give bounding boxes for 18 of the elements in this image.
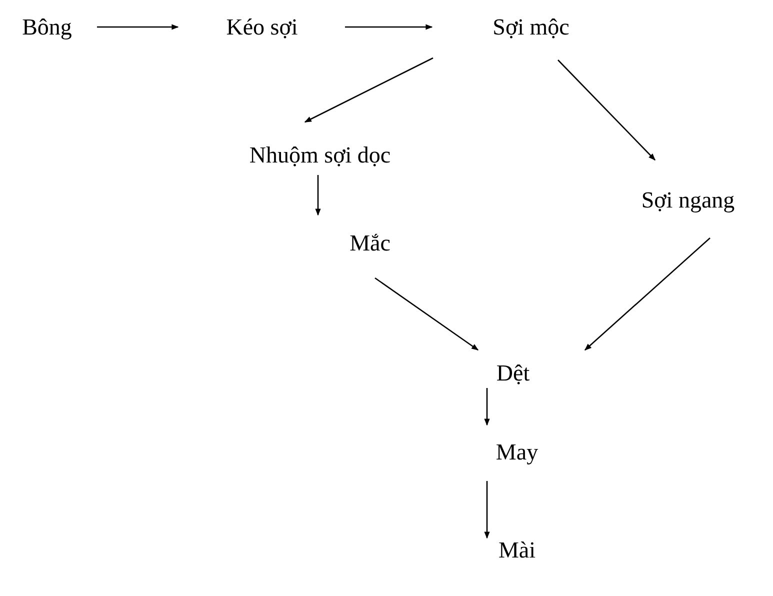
process-step-label: Nhuộm sợi dọc [249, 142, 391, 168]
arrow [484, 481, 490, 539]
process-step-label: Sợi mộc [492, 14, 570, 40]
arrow [97, 24, 179, 30]
arrow [558, 60, 656, 160]
process-step-label: Mài [498, 537, 536, 563]
process-step-label: May [496, 439, 538, 465]
process-step-label: Kéo sợi [226, 14, 298, 40]
arrow [584, 238, 710, 350]
arrow [345, 24, 433, 30]
process-step-label: Sợi ngang [641, 187, 735, 213]
process-step-label: Dệt [496, 360, 530, 386]
arrow [484, 388, 490, 426]
arrow [374, 277, 479, 351]
arrow [304, 57, 434, 123]
process-step-label: Mắc [350, 230, 390, 256]
arrow [315, 175, 321, 216]
process-step-label: Bông [22, 14, 72, 40]
